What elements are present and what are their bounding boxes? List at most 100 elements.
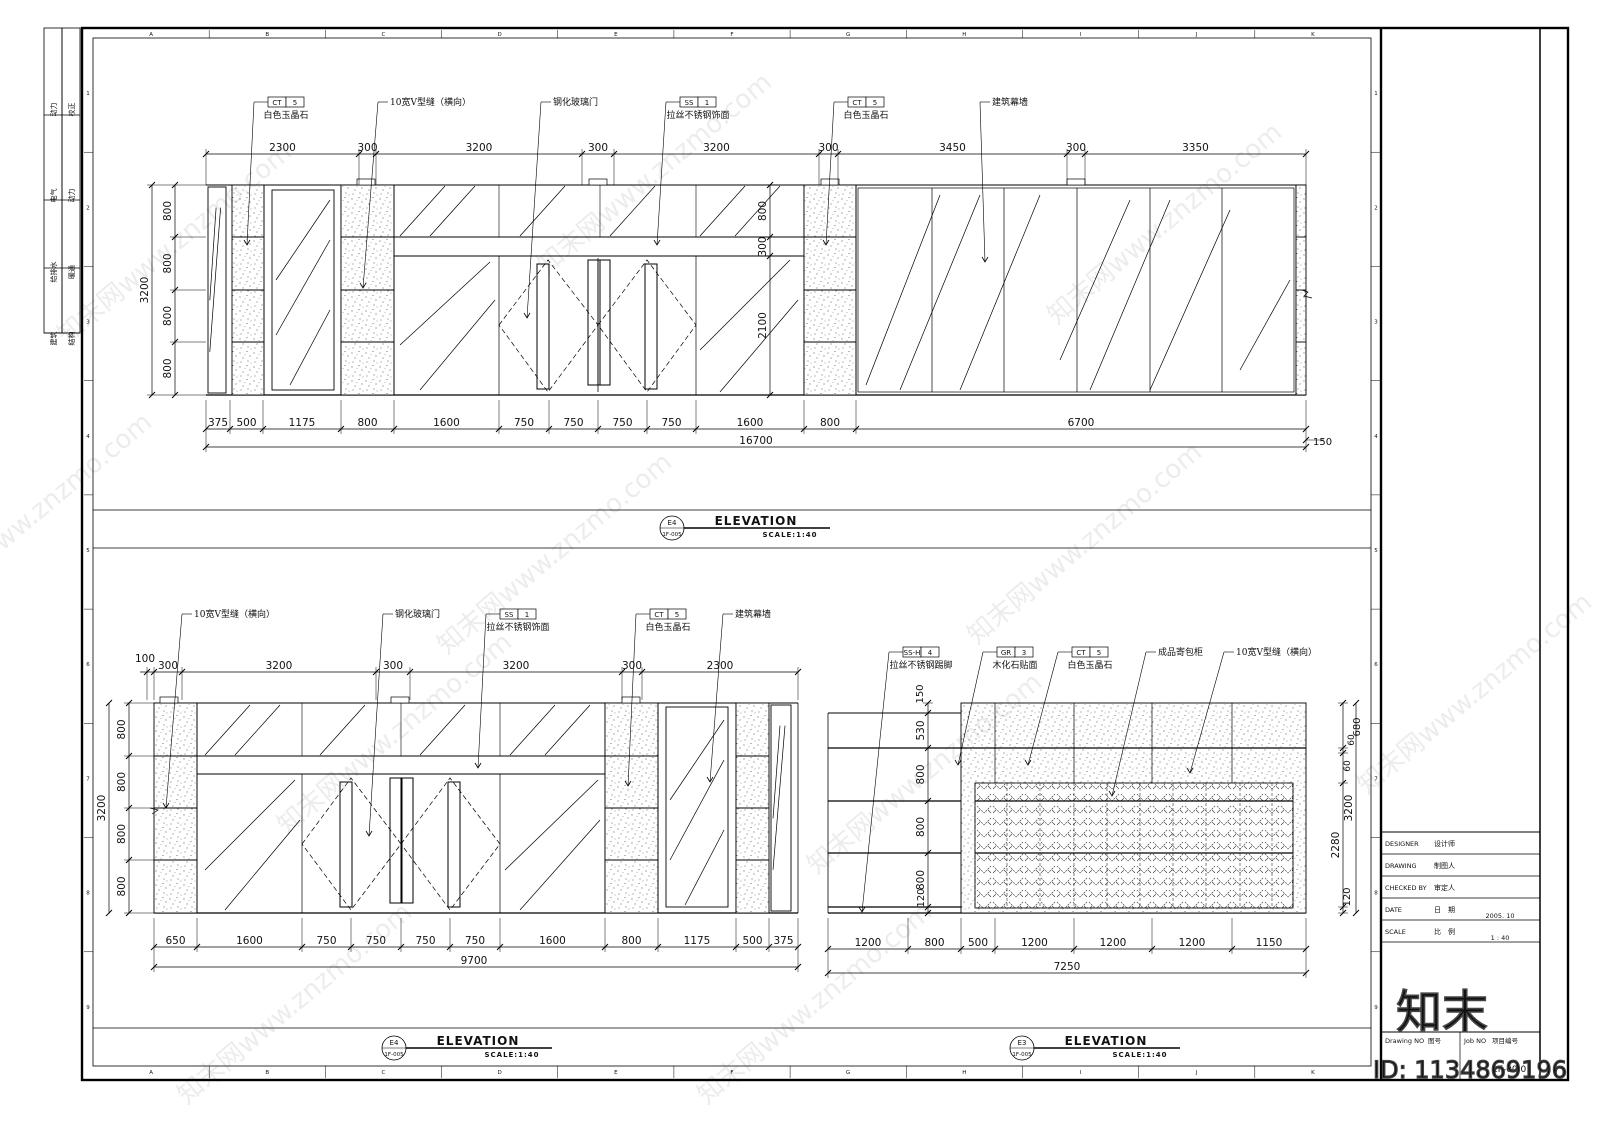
title-label: ELEVATION <box>437 1034 520 1048</box>
dim-label: 300 <box>588 142 608 154</box>
grid-number: 5 <box>86 548 90 554</box>
dim-tick <box>638 668 646 676</box>
dim-label: 150 <box>1313 437 1332 448</box>
grid-number: 2 <box>86 205 90 211</box>
dim-label: 750 <box>366 935 386 947</box>
grid-number: 5 <box>1374 548 1378 554</box>
dim-label: 800 <box>357 417 377 429</box>
dim-tick <box>924 909 932 917</box>
title-tag: E3 <box>1018 1039 1027 1047</box>
tag-label: 10宽V型缝（横向） <box>1236 646 1317 658</box>
dim-label: 750 <box>415 935 435 947</box>
glass-reflection <box>772 725 781 819</box>
leader-arrow <box>624 780 632 787</box>
dim-tick <box>337 425 345 433</box>
glass-reflection <box>275 239 331 336</box>
dim-label: 3350 <box>1182 142 1209 154</box>
dim-tick <box>732 943 740 951</box>
tag-box-num <box>1014 646 1034 658</box>
dim-label: 800 <box>162 358 174 378</box>
glass-door <box>271 189 335 391</box>
break-mark <box>149 807 159 815</box>
grid-letter: E <box>614 1070 618 1076</box>
dim-tick <box>125 856 133 864</box>
grid-number: 9 <box>86 1005 90 1011</box>
column-cap <box>356 178 376 186</box>
tag-label: 建筑幕墙 <box>992 96 1028 108</box>
dim-tick <box>1148 945 1156 953</box>
dim-tick <box>654 943 662 951</box>
grid-number: 7 <box>86 776 90 782</box>
dim-tick <box>193 943 201 951</box>
leader-arrow <box>706 776 714 783</box>
material-tag: 成品寄包柜 <box>1108 646 1203 797</box>
leader <box>957 651 984 766</box>
glass-reflection <box>959 194 1041 391</box>
dim-tick <box>1228 945 1236 953</box>
material-tag: 10宽V型缝（横向） <box>359 96 471 289</box>
door-handle <box>389 777 403 904</box>
strip-label: 结构 <box>67 332 76 346</box>
dim-label: 750 <box>612 417 632 429</box>
dim-tick <box>766 252 774 260</box>
tag-number: 5 <box>675 611 679 619</box>
leader <box>368 613 384 837</box>
dim-label: 800 <box>116 876 128 896</box>
dim-label: 3200 <box>503 660 530 672</box>
glass-reflection <box>609 185 656 237</box>
dim-label: 750 <box>661 417 681 429</box>
dim-label: 800 <box>116 824 128 844</box>
door-swing-right <box>597 259 697 393</box>
dim-tick <box>446 943 454 951</box>
title-block-key-cn: 审定人 <box>1434 883 1455 892</box>
dim-label: 2300 <box>269 142 296 154</box>
dim-tick <box>105 909 113 917</box>
tag-number: 5 <box>1097 649 1101 657</box>
leader-arrow <box>822 239 830 246</box>
column-cap <box>1066 178 1086 186</box>
grid-number: 3 <box>1374 320 1378 326</box>
dim-label: 300 <box>757 236 769 256</box>
watermark-id: ID: 1134869196 <box>1373 1056 1567 1084</box>
dim-label: 6700 <box>1068 417 1095 429</box>
tag-code: CT <box>654 611 664 619</box>
dim-label: 375 <box>208 417 228 429</box>
glass-reflection <box>519 819 601 911</box>
grid-number: 6 <box>1374 662 1378 668</box>
dim-label: 800 <box>162 306 174 326</box>
dim-tick <box>957 945 965 953</box>
strip-label: 暖通 <box>67 265 76 279</box>
title-label: ELEVATION <box>1065 1034 1148 1048</box>
glass-reflection <box>734 185 781 237</box>
dim-tick <box>372 668 380 676</box>
dim-label: 1600 <box>236 935 263 947</box>
column-cap <box>390 696 410 704</box>
title-block-key: DATE <box>1385 906 1402 914</box>
elevation-bottom-right: 1505308008008001206806060228012032001200… <box>824 646 1363 978</box>
dim-label: 2300 <box>707 660 734 672</box>
material-tag: 钢化玻璃门 <box>365 608 440 837</box>
tag-number: 1 <box>705 99 709 107</box>
leader <box>627 613 637 787</box>
dim-tick <box>496 943 504 951</box>
locker-cabinet <box>974 782 1294 909</box>
grid-number: 8 <box>1374 891 1378 897</box>
grid-letter: C <box>382 32 386 38</box>
dim-tick <box>125 804 133 812</box>
dim-label: 60 <box>1343 760 1353 772</box>
dim-tick <box>125 752 133 760</box>
dim-tick <box>643 425 651 433</box>
dim-tick <box>171 181 179 189</box>
watermark-site: 知末网www.znzmo.com <box>1352 587 1598 800</box>
title-block-key-cn: 设计师 <box>1434 839 1455 848</box>
dim-tick <box>150 668 158 676</box>
dim-tick <box>1070 945 1078 953</box>
grid-number: 6 <box>86 662 90 668</box>
dim-total: 3200 <box>96 795 108 822</box>
door-swing-left <box>301 777 402 911</box>
dim-label: 3200 <box>266 660 293 672</box>
dim-tick <box>495 425 503 433</box>
